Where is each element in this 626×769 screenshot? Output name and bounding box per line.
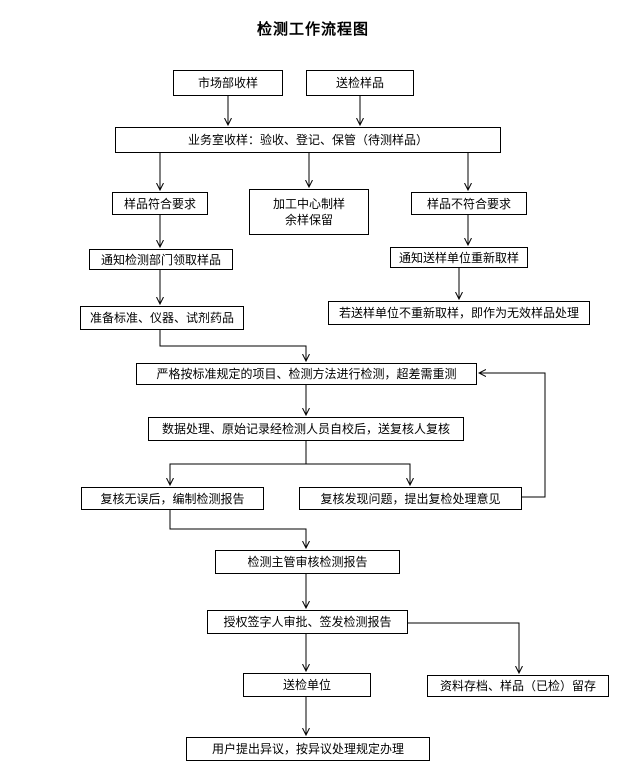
node-archive: 资料存档、样品（已检）留存 — [427, 675, 609, 697]
node-notify-unit: 通知送样单位重新取样 — [390, 247, 528, 268]
node-signatory-approve: 授权签字人审批、签发检测报告 — [207, 610, 408, 634]
node-review-issue: 复核发现问题，提出复检处理意见 — [299, 487, 522, 510]
node-testing-label: 严格按标准规定的项目、检测方法进行检测，超差需重测 — [156, 367, 457, 381]
node-prepare: 准备标准、仪器、试剂药品 — [80, 306, 244, 330]
node-market-receive: 市场部收样 — [173, 70, 283, 96]
node-prepare-label: 准备标准、仪器、试剂药品 — [89, 311, 234, 325]
node-sample-not-meets-label: 样品不符合要求 — [426, 196, 511, 211]
node-processing-center: 加工中心制样 余样保留 — [249, 189, 369, 235]
node-sample-meets: 样品符合要求 — [112, 192, 208, 215]
node-notify-unit-label: 通知送样单位重新取样 — [398, 250, 519, 265]
node-notify-dept: 通知检测部门领取样品 — [89, 249, 233, 270]
arrow-prepare-to-test — [159, 330, 306, 361]
node-testing: 严格按标准规定的项目、检测方法进行检测，超差需重测 — [136, 363, 477, 385]
node-data-processing: 数据处理、原始记录经检测人员自校后，送复核人复核 — [148, 417, 464, 441]
node-review-ok: 复核无误后，编制检测报告 — [81, 487, 264, 510]
node-office-receive-label: 业务室收样：验收、登记、保管（待测样品） — [187, 133, 428, 147]
node-user-objection: 用户提出异议，按异议处理规定办理 — [186, 737, 430, 761]
node-invalid-sample: 若送样单位不重新取样，即作为无效样品处理 — [328, 301, 590, 325]
node-invalid-sample-label: 若送样单位不重新取样，即作为无效样品处理 — [338, 306, 579, 320]
node-archive-label: 资料存档、样品（已检）留存 — [439, 679, 596, 693]
node-processing-center-line1: 加工中心制样 — [272, 197, 345, 211]
node-deliver-samples: 送检样品 — [306, 70, 414, 96]
node-office-receive: 业务室收样：验收、登记、保管（待测样品） — [115, 127, 501, 153]
node-processing-center-line2: 余样保留 — [284, 213, 333, 227]
node-review-ok-label: 复核无误后，编制检测报告 — [100, 491, 245, 506]
node-supervisor-review-label: 检测主管审核检测报告 — [247, 555, 368, 569]
node-signatory-approve-label: 授权签字人审批、签发检测报告 — [223, 615, 392, 629]
node-user-objection-label: 用户提出异议，按异议处理规定办理 — [211, 742, 404, 756]
node-sample-not-meets: 样品不符合要求 — [411, 192, 527, 215]
node-deliver-samples-label: 送检样品 — [335, 76, 384, 90]
arrow-data-to-no-error — [170, 463, 306, 485]
node-data-processing-label: 数据处理、原始记录经检测人员自校后，送复核人复核 — [161, 422, 450, 436]
node-review-issue-label: 复核发现问题，提出复检处理意见 — [320, 491, 501, 506]
node-market-receive-label: 市场部收样 — [197, 76, 258, 90]
arrow-no-error-to-supervisor — [169, 510, 306, 548]
arrow-issue-back-to-test — [479, 373, 546, 498]
node-send-unit-label: 送检单位 — [282, 678, 331, 692]
page-title: 检测工作流程图 — [256, 20, 369, 38]
node-notify-dept-label: 通知检测部门领取样品 — [100, 252, 221, 267]
arrow-data-to-issue — [306, 463, 410, 485]
arrow-signer-to-archive — [408, 622, 519, 673]
node-send-unit: 送检单位 — [243, 673, 371, 697]
node-sample-meets-label: 样品符合要求 — [123, 196, 196, 211]
node-supervisor-review: 检测主管审核检测报告 — [215, 550, 400, 574]
